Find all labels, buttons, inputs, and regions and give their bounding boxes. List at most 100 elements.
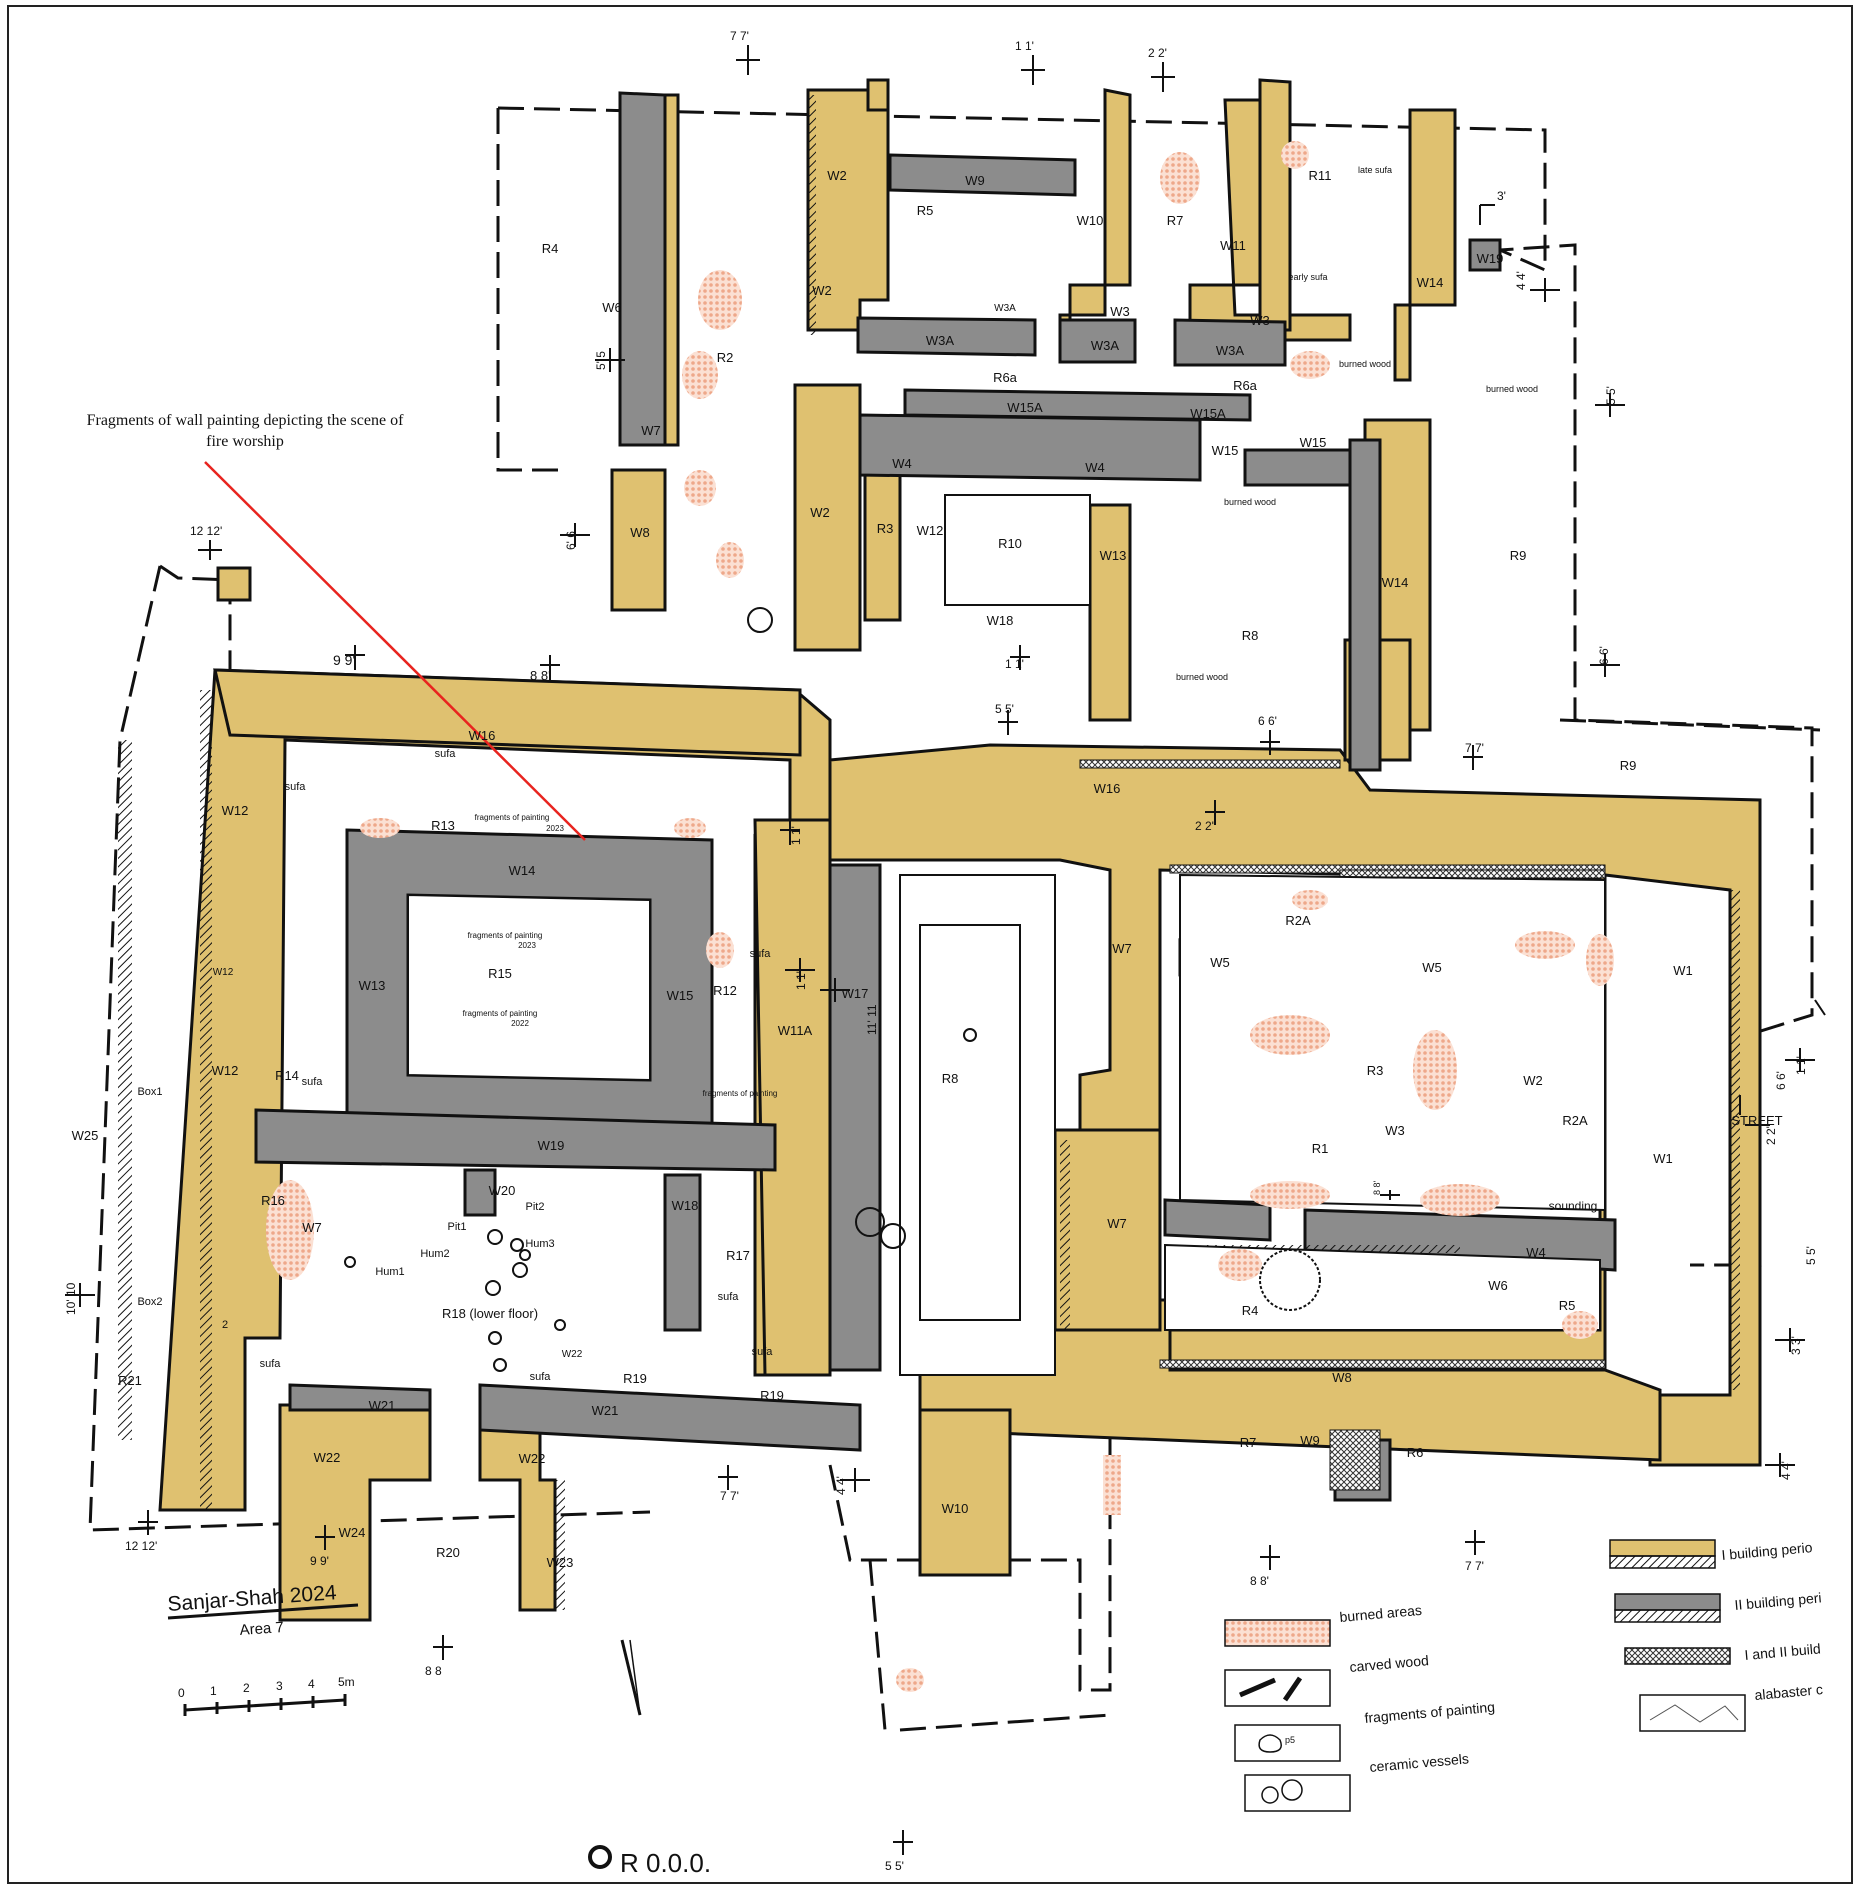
section-marker: 8 8' <box>530 655 560 683</box>
wall-label: W14 <box>1417 275 1444 290</box>
section-marker: 9 9' <box>310 1525 335 1568</box>
wall-label: W2 <box>827 168 847 183</box>
wall-label: W15A <box>1007 400 1043 415</box>
wall-label: W22 <box>314 1450 341 1465</box>
svg-text:1 1': 1 1' <box>789 826 803 845</box>
svg-text:11' 11: 11' 11 <box>865 1004 879 1035</box>
plan-area: Area 7 <box>239 1619 284 1639</box>
wall-label: W5 <box>1210 955 1230 970</box>
section-marker: 5 5' <box>1595 386 1625 417</box>
svg-text:5 5': 5 5' <box>1604 386 1618 405</box>
feature-label: 2 <box>222 1319 228 1331</box>
svg-text:3 3': 3 3' <box>1789 1336 1803 1355</box>
section-marker: 1 1' <box>1785 1048 1815 1075</box>
room-label: R2A <box>1285 913 1311 928</box>
room-label: R7 <box>1167 213 1184 228</box>
period-two-walls <box>254 91 1617 1502</box>
sufa-label: sufa <box>718 1291 740 1303</box>
svg-text:5 5': 5 5' <box>885 1859 904 1873</box>
wall-label: W4 <box>1085 460 1105 475</box>
room-label: R1 <box>1312 1141 1329 1156</box>
section-marker: 7 7' <box>718 1465 739 1503</box>
pits-and-vessels <box>344 607 1321 1869</box>
room-label: R4 <box>1242 1303 1259 1318</box>
wall-label: W9 <box>1300 1433 1320 1448</box>
section-marker: 8 8' <box>1372 1180 1400 1200</box>
feature-label: burned wood <box>1339 359 1391 369</box>
wall-label: W13 <box>1100 548 1127 563</box>
feature-label: Hum2 <box>420 1248 449 1260</box>
wall-label: W24 <box>339 1525 366 1540</box>
section-marker: 6 6' <box>1739 1071 1788 1115</box>
scale-tick-label: 4 <box>308 1677 315 1691</box>
svg-text:1 1': 1 1' <box>1015 39 1034 53</box>
feature-label: burned wood <box>1486 384 1538 394</box>
section-marker: 5 5' <box>995 702 1018 735</box>
room-label: R3 <box>877 521 894 536</box>
wall-label: W22 <box>562 1349 583 1360</box>
feature-label: Hum1 <box>375 1266 404 1278</box>
room-label: R6 <box>1407 1445 1424 1460</box>
wall-label: W15A <box>1190 406 1226 421</box>
wall-label: W22 <box>519 1451 546 1466</box>
svg-text:9 9': 9 9' <box>310 1554 329 1568</box>
wall-label: W10 <box>1077 213 1104 228</box>
section-marker: 6 6' <box>1590 646 1620 677</box>
room-label: R5 <box>917 203 934 218</box>
svg-text:7 7': 7 7' <box>720 1489 739 1503</box>
scale-tick-label: 5m <box>338 1675 355 1689</box>
datum-label: R 0.0.0. <box>620 1848 711 1878</box>
section-marker: 3' <box>1479 189 1506 225</box>
wall-label: W1 <box>1673 963 1693 978</box>
feature-label: fragments of painting <box>475 813 550 822</box>
wall-label: W19 <box>538 1138 565 1153</box>
legend-period1-label: I building perio <box>1721 1539 1813 1563</box>
wall-label: W6 <box>602 300 622 315</box>
svg-text:12 12': 12 12' <box>190 524 222 538</box>
section-marker: 9 9' <box>333 645 365 670</box>
section-marker: 2 2' <box>1148 46 1175 92</box>
svg-text:6' 6: 6' 6 <box>564 531 578 550</box>
period-one-walls <box>158 78 1762 1622</box>
room-label: R7 <box>1240 1435 1257 1450</box>
sufa-label: sufa <box>285 781 307 793</box>
section-marker: 6 6' <box>1258 714 1280 755</box>
section-marker: 7 7' <box>730 29 760 75</box>
wall-label: W12 <box>917 523 944 538</box>
section-marker: 4 4' <box>1514 271 1560 302</box>
wall-label: W10 <box>942 1501 969 1516</box>
svg-text:4 4': 4 4' <box>1514 271 1528 290</box>
svg-text:1 1': 1 1' <box>794 971 808 990</box>
wall-label: W7 <box>1112 941 1132 956</box>
scale-bar <box>183 1694 347 1716</box>
wall-label: W19 <box>1477 251 1504 266</box>
wall-label: W5 <box>1422 960 1442 975</box>
room-label: R14 <box>275 1068 299 1083</box>
svg-text:2 2': 2 2' <box>1148 46 1167 60</box>
room-label: R11 <box>1309 168 1332 183</box>
wall-label: W20 <box>489 1183 516 1198</box>
wall-label: W25 <box>72 1128 99 1143</box>
svg-text:7 7': 7 7' <box>730 29 749 43</box>
feature-label: Box1 <box>137 1086 162 1098</box>
room-labels: R1 R2 R2A R2A R3 R3 R4 R4 R5 R5 R6a R6a … <box>118 168 1636 1560</box>
svg-text:8 8: 8 8 <box>425 1664 442 1678</box>
wall-label: W8 <box>630 525 650 540</box>
sufa-label: sufa <box>302 1076 324 1088</box>
svg-text:2 2': 2 2' <box>1195 819 1214 833</box>
wall-label: W7 <box>302 1220 322 1235</box>
wall-label: W2 <box>810 505 830 520</box>
section-marker: 12 12' <box>125 1510 158 1553</box>
room-label: R8 <box>1242 628 1259 643</box>
wall-label: W3 <box>1250 313 1270 328</box>
wall-label: W3 <box>1110 304 1130 319</box>
annotation-text-line2: fire worship <box>206 433 284 450</box>
scale-tick-label: 3 <box>276 1679 283 1693</box>
svg-text:4 4': 4 4' <box>834 1476 848 1495</box>
room-label: R19 <box>623 1371 647 1386</box>
sufa-label: sufa <box>530 1371 552 1383</box>
wall-label: W14 <box>1382 575 1409 590</box>
svg-text:7 7': 7 7' <box>1465 741 1484 755</box>
legend-period2-label: II building peri <box>1734 1589 1822 1613</box>
